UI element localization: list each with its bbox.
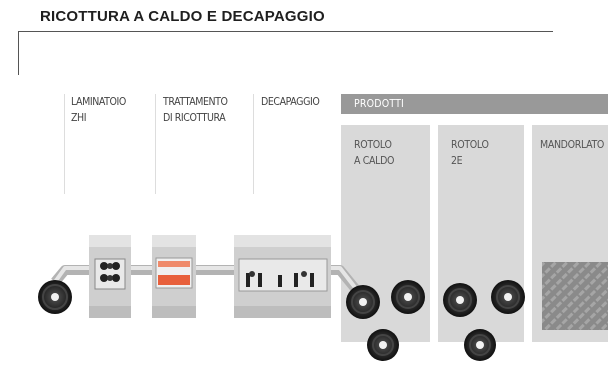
title-underline	[18, 31, 553, 32]
decapaggio-tank	[234, 235, 331, 318]
stage-separator	[155, 94, 156, 194]
mandorlato-plate-icon	[542, 262, 608, 330]
steel-strip	[51, 265, 362, 296]
ricottura-furnace	[152, 235, 196, 318]
coil-rotolo-caldo-1	[346, 285, 380, 319]
laminatoio-machine	[89, 235, 131, 318]
entry-coil-icon	[38, 280, 72, 314]
product-label-rotolo-caldo: ROTOLO A CALDO	[354, 138, 395, 167]
coil-rotolo-caldo-2	[391, 280, 425, 314]
product-label-mandorlato: MANDORLATO	[540, 138, 605, 151]
diagram-title: RICOTTURA A CALDO E DECAPAGGIO	[40, 8, 325, 25]
products-header-label: PRODOTTI	[354, 97, 405, 110]
stage-separator	[253, 94, 254, 194]
stage-label-decapaggio: DECAPAGGIO	[261, 95, 320, 108]
coil-rotolo-2e-1	[443, 283, 477, 317]
product-label-rotolo-2e: ROTOLO 2E	[451, 138, 489, 167]
stage-separator	[64, 94, 65, 194]
coil-rotolo-2e-2	[491, 280, 525, 314]
title-bracket	[18, 31, 19, 75]
coil-rotolo-caldo-3	[367, 329, 399, 361]
products-header-bar	[341, 94, 608, 114]
stage-label-laminatoio: LAMINATOIO ZHI	[71, 95, 126, 124]
stage-label-ricottura: TRATTAMENTO DI RICOTTURA	[163, 95, 228, 124]
coil-rotolo-2e-3	[464, 329, 496, 361]
